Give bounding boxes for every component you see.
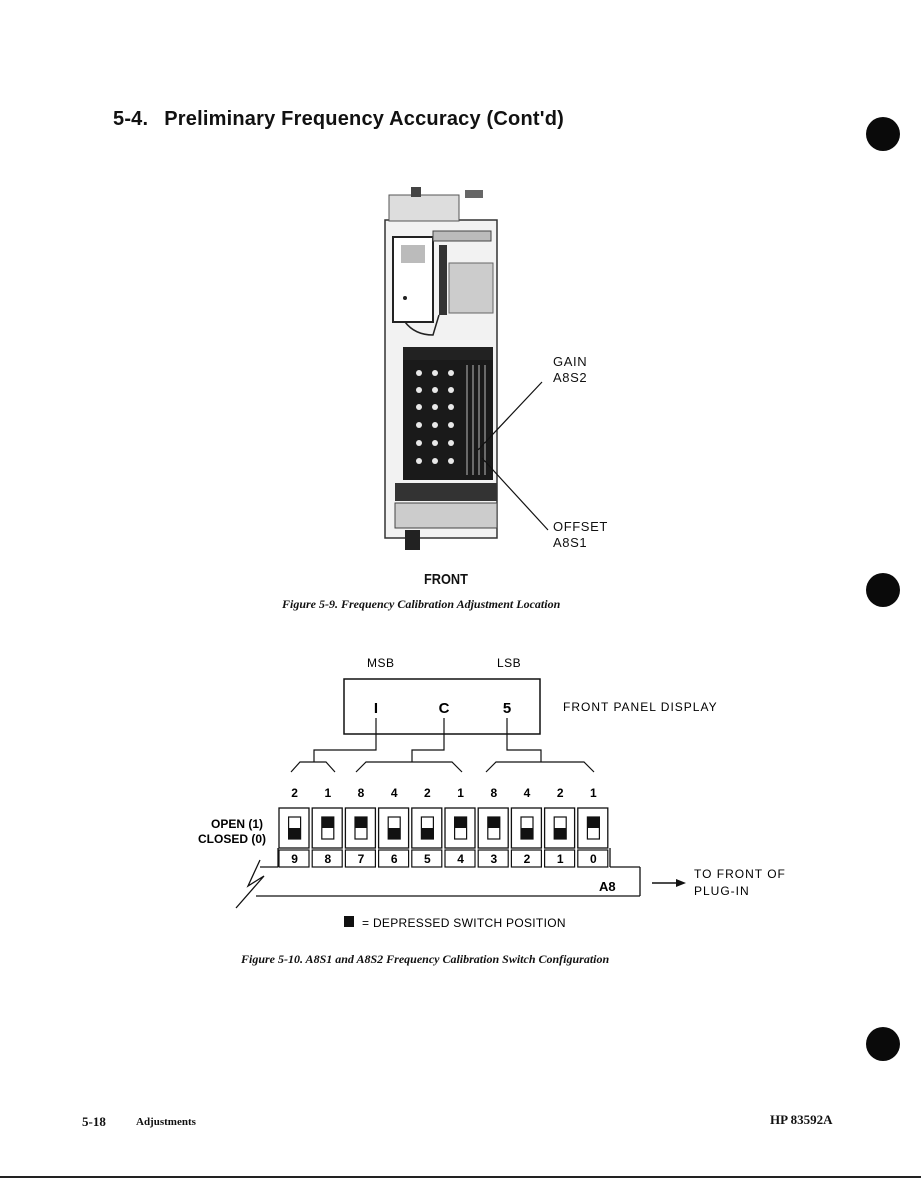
gain-ref-label: A8S2 <box>553 370 588 385</box>
footer-model: HP 83592A <box>770 1112 833 1127</box>
switch-number: 9 <box>291 852 298 866</box>
legend-text: = DEPRESSED SWITCH POSITION <box>362 916 566 930</box>
dip-switch <box>377 807 410 849</box>
switch-number-cell <box>411 849 443 868</box>
binder-hole-middle <box>866 573 900 607</box>
bit-weight: 2 <box>557 786 564 800</box>
switch-number-cell <box>577 849 609 868</box>
display-box <box>343 678 541 735</box>
dip-switch-lever <box>454 817 467 828</box>
bit-weight: 1 <box>590 786 597 800</box>
bit-weight: 8 <box>490 786 497 800</box>
figure-5-10-caption: Figure 5-10. A8S1 and A8S2 Frequency Cal… <box>241 952 610 966</box>
legend-swatch <box>344 916 354 927</box>
switch-number-cell <box>510 849 542 868</box>
switch-number: 3 <box>490 852 497 866</box>
dip-switch-lever <box>355 817 367 828</box>
digit-connectors <box>290 718 595 773</box>
bit-weights: 2 1 8 4 2 1 8 4 2 1 <box>291 786 597 800</box>
closed-label: CLOSED (0) <box>198 832 266 846</box>
board-photo <box>384 187 498 550</box>
figure-5-9-caption: Figure 5-9. Frequency Calibration Adjust… <box>282 597 561 611</box>
switch-number-cell <box>444 849 476 868</box>
switch-number: 1 <box>557 852 564 866</box>
arrow-text-line1: TO FRONT OF <box>694 867 786 881</box>
display-digit-1: I <box>374 700 378 717</box>
dip-switch-lever <box>421 828 434 839</box>
bit-weight: 2 <box>424 786 431 800</box>
dip-switch-lever <box>521 828 533 839</box>
lsb-label: LSB <box>497 656 521 670</box>
switch-number-cell <box>278 849 310 868</box>
footer-rule <box>0 1176 921 1178</box>
switch-numbers: 9 8 7 6 5 4 3 2 1 0 <box>291 852 597 866</box>
display-label: FRONT PANEL DISPLAY <box>563 700 718 714</box>
switch-number: 2 <box>524 852 531 866</box>
section-heading: 5-4. Preliminary Frequency Accuracy (Cont… <box>113 108 564 131</box>
switch-number: 0 <box>590 852 597 866</box>
switch-number-cell <box>544 849 576 868</box>
callout-lines <box>477 381 549 531</box>
binder-hole-top <box>866 117 900 151</box>
switch-diagram: MSB LSB I C 5 FRONT PANEL DISPLAY 2 1 8 4 2 1… <box>198 656 786 930</box>
bit-weight: 1 <box>324 786 331 800</box>
switch-bank <box>278 807 609 868</box>
dip-switch-lever <box>487 817 500 828</box>
gain-name-label: GAIN <box>553 354 588 369</box>
binder-hole-bottom <box>866 1027 900 1061</box>
switch-number: 6 <box>391 852 398 866</box>
switch-number-cell <box>477 849 509 868</box>
switch-number: 8 <box>324 852 331 866</box>
board-label: A8 <box>599 879 616 894</box>
front-orientation-label: FRONT <box>424 571 468 588</box>
section-title: Preliminary Frequency Accuracy (Cont'd) <box>164 108 564 130</box>
footer-section-name: Adjustments <box>136 1116 196 1128</box>
switch-number-cell <box>344 849 376 868</box>
dip-switch-lever <box>554 828 567 839</box>
offset-ref-label: A8S1 <box>553 535 588 550</box>
display-digit-2: C <box>439 700 450 717</box>
switch-number: 7 <box>358 852 365 866</box>
switch-number: 5 <box>424 852 431 866</box>
bit-weight: 2 <box>291 786 298 800</box>
board-strip <box>235 848 641 909</box>
open-label: OPEN (1) <box>211 817 263 831</box>
dip-switch-lever <box>587 817 600 828</box>
dip-switch-lever <box>388 828 401 839</box>
display-digit-3: 5 <box>503 700 511 717</box>
footer-page-number: 5-18 <box>82 1114 106 1129</box>
dip-switch-lever <box>321 817 334 828</box>
dip-switch-lever <box>288 828 301 839</box>
bit-weight: 1 <box>457 786 464 800</box>
bit-weight: 4 <box>524 786 531 800</box>
arrow-text-line2: PLUG-IN <box>694 884 750 898</box>
bit-weight: 4 <box>391 786 398 800</box>
switch-number-cell <box>311 849 343 868</box>
section-number: 5-4. <box>113 108 149 130</box>
offset-name-label: OFFSET <box>553 519 608 534</box>
switch-number: 4 <box>457 852 464 866</box>
bit-weight: 8 <box>358 786 365 800</box>
arrow-head <box>676 879 686 887</box>
msb-label: MSB <box>367 656 395 670</box>
switch-number-cell <box>378 849 410 868</box>
